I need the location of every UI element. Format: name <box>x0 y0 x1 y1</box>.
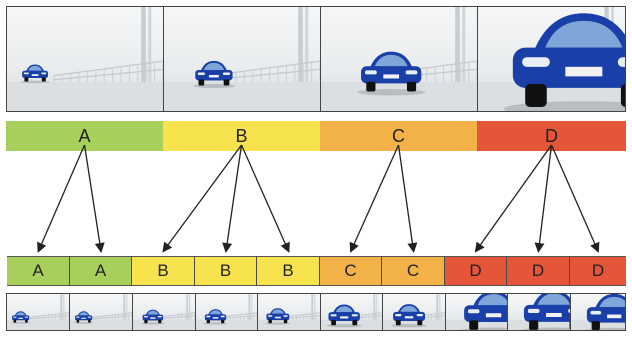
top-grade-band-d: D <box>477 121 626 151</box>
car-scene-icon <box>446 294 507 330</box>
car-scene-icon <box>7 7 163 111</box>
car-scene-icon <box>258 294 320 330</box>
top-frame-1 <box>163 6 321 112</box>
car-scene-icon <box>508 294 570 330</box>
bottom-grade-band: C <box>320 256 382 286</box>
arrow-icon <box>534 144 553 253</box>
bottom-grade-band: D <box>570 256 626 286</box>
bottom-frame <box>507 293 571 331</box>
top-grade-band-b: B <box>163 121 320 151</box>
car-scene-icon <box>571 294 625 330</box>
bottom-grade-band: A <box>7 256 70 286</box>
car-scene-icon <box>321 7 477 111</box>
bottom-frame <box>445 293 508 331</box>
bottom-frame <box>570 293 626 331</box>
bottom-grade-label: B <box>219 261 232 280</box>
bottom-grade-label: C <box>406 261 420 280</box>
arrow-icon <box>162 144 243 253</box>
top-grade-label: D <box>545 125 558 146</box>
top-grade-label: C <box>392 125 405 146</box>
arrow-icon <box>240 144 290 253</box>
arrow-icon <box>222 144 243 253</box>
bottom-frame <box>132 293 196 331</box>
bottom-grade-band: A <box>70 256 132 286</box>
bottom-grade-label: D <box>591 261 605 280</box>
car-scene-icon <box>196 294 257 330</box>
bottom-grade-band: B <box>132 256 195 286</box>
bottom-grade-band: B <box>195 256 257 286</box>
arrow-icon <box>550 144 600 253</box>
car-scene-icon <box>70 294 132 330</box>
bottom-frame <box>69 293 133 331</box>
bottom-grade-label: B <box>282 261 294 280</box>
arrow-icon <box>349 144 400 253</box>
car-scene-icon <box>383 294 445 330</box>
bottom-frame <box>195 293 258 331</box>
top-grade-label: B <box>235 125 248 146</box>
car-scene-icon <box>164 7 320 111</box>
bottom-frame <box>320 293 383 331</box>
bottom-grade-label: D <box>531 261 545 280</box>
car-scene-icon <box>133 294 195 330</box>
arrow-icon <box>83 144 105 253</box>
bottom-frame <box>257 293 321 331</box>
bottom-grade-label: B <box>157 261 169 280</box>
top-frame-3 <box>477 6 626 112</box>
bottom-grade-band: C <box>382 256 445 286</box>
bottom-frame <box>382 293 446 331</box>
arrow-icon <box>397 144 418 253</box>
top-grade-band-a: A <box>6 121 163 151</box>
bottom-grade-label: A <box>32 261 44 280</box>
arrow-icon <box>37 144 86 253</box>
top-frame-0 <box>6 6 164 112</box>
car-scene-icon <box>7 294 69 330</box>
bottom-grade-band: D <box>445 256 507 286</box>
bottom-grade-label: D <box>469 261 482 280</box>
bottom-grade-band: D <box>507 256 570 286</box>
top-grade-label: A <box>78 125 91 146</box>
arrow-icon <box>474 144 553 253</box>
bottom-grade-band: B <box>257 256 320 286</box>
car-scene-icon <box>321 294 382 330</box>
bottom-frame <box>6 293 70 331</box>
top-frame-2 <box>320 6 478 112</box>
bottom-grade-label: C <box>344 261 357 280</box>
bottom-grade-label: A <box>94 261 107 280</box>
top-grade-band-c: C <box>320 121 477 151</box>
car-scene-icon <box>478 7 625 111</box>
